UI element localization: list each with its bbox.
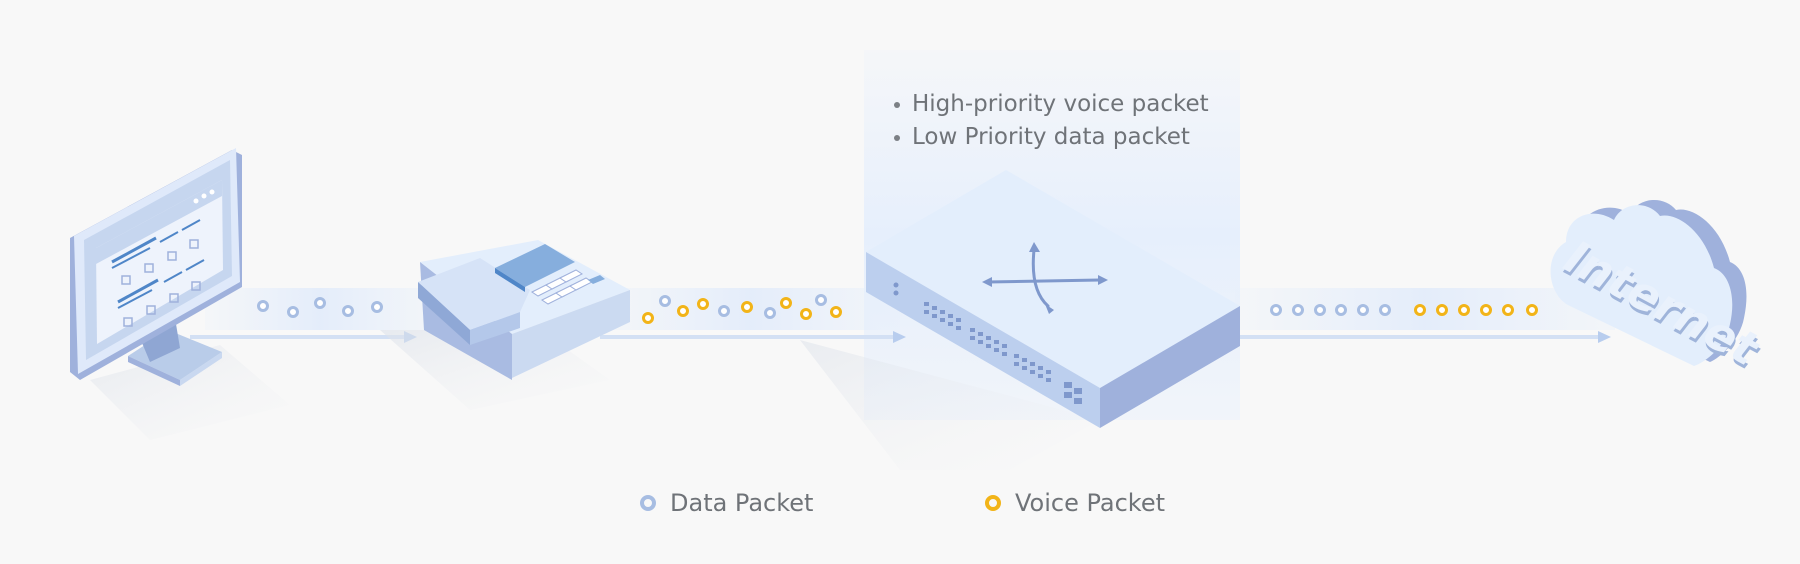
data-packet-dot xyxy=(1292,304,1304,316)
voice-packet-dot xyxy=(800,308,812,320)
data-packet-dot xyxy=(1270,304,1282,316)
voice-packet-swatch xyxy=(985,495,1001,511)
data-packet-dot xyxy=(659,295,671,307)
callout-data-text: Low Priority data packet xyxy=(912,124,1190,150)
voice-packet-dot xyxy=(830,306,842,318)
link-beam-right xyxy=(1235,288,1615,343)
data-packet-dot xyxy=(1379,304,1391,316)
voice-packet-dot xyxy=(1502,304,1514,316)
data-packet-dot xyxy=(1357,304,1369,316)
data-packet-dot xyxy=(815,294,827,306)
voice-packet-dot xyxy=(1480,304,1492,316)
voice-packet-dot xyxy=(642,312,654,324)
internet-cloud-icon xyxy=(1550,199,1747,366)
voice-packet-dot xyxy=(1526,304,1538,316)
callout-voice-text: High-priority voice packet xyxy=(912,91,1209,117)
bullet-dot xyxy=(894,101,900,108)
callout-row-data: Low Priority data packet xyxy=(894,121,1209,154)
desk-phone-icon xyxy=(380,240,630,410)
voice-packet-dot xyxy=(677,305,689,317)
bullet-dot xyxy=(894,134,900,141)
callout-row-voice: High-priority voice packet xyxy=(894,88,1209,121)
data-packet-dot xyxy=(342,305,354,317)
legend-voice-packet: Voice Packet xyxy=(985,489,1165,517)
data-packet-swatch xyxy=(640,495,656,511)
data-packet-dot xyxy=(1314,304,1326,316)
data-packet-dot xyxy=(257,300,269,312)
data-packet-dot xyxy=(371,301,383,313)
voice-packet-dot xyxy=(697,298,709,310)
legend-data-label: Data Packet xyxy=(670,489,814,517)
voice-packet-dot xyxy=(780,297,792,309)
network-switch-icon xyxy=(800,170,1240,470)
monitor-icon xyxy=(70,148,290,440)
voice-packet-dot xyxy=(1458,304,1470,316)
voice-packet-dot xyxy=(1414,304,1426,316)
data-packet-dot xyxy=(314,297,326,309)
data-packet-dot xyxy=(1335,304,1347,316)
voice-packet-dot xyxy=(1436,304,1448,316)
data-packet-dot xyxy=(287,306,299,318)
data-packet-dot xyxy=(718,305,730,317)
data-packet-dot xyxy=(764,307,776,319)
priority-callout: High-priority voice packet Low Priority … xyxy=(894,88,1209,154)
legend-voice-label: Voice Packet xyxy=(1015,489,1166,517)
voice-packet-dot xyxy=(741,301,753,313)
packet-layer xyxy=(257,294,1538,324)
legend-data-packet: Data Packet xyxy=(640,489,813,517)
